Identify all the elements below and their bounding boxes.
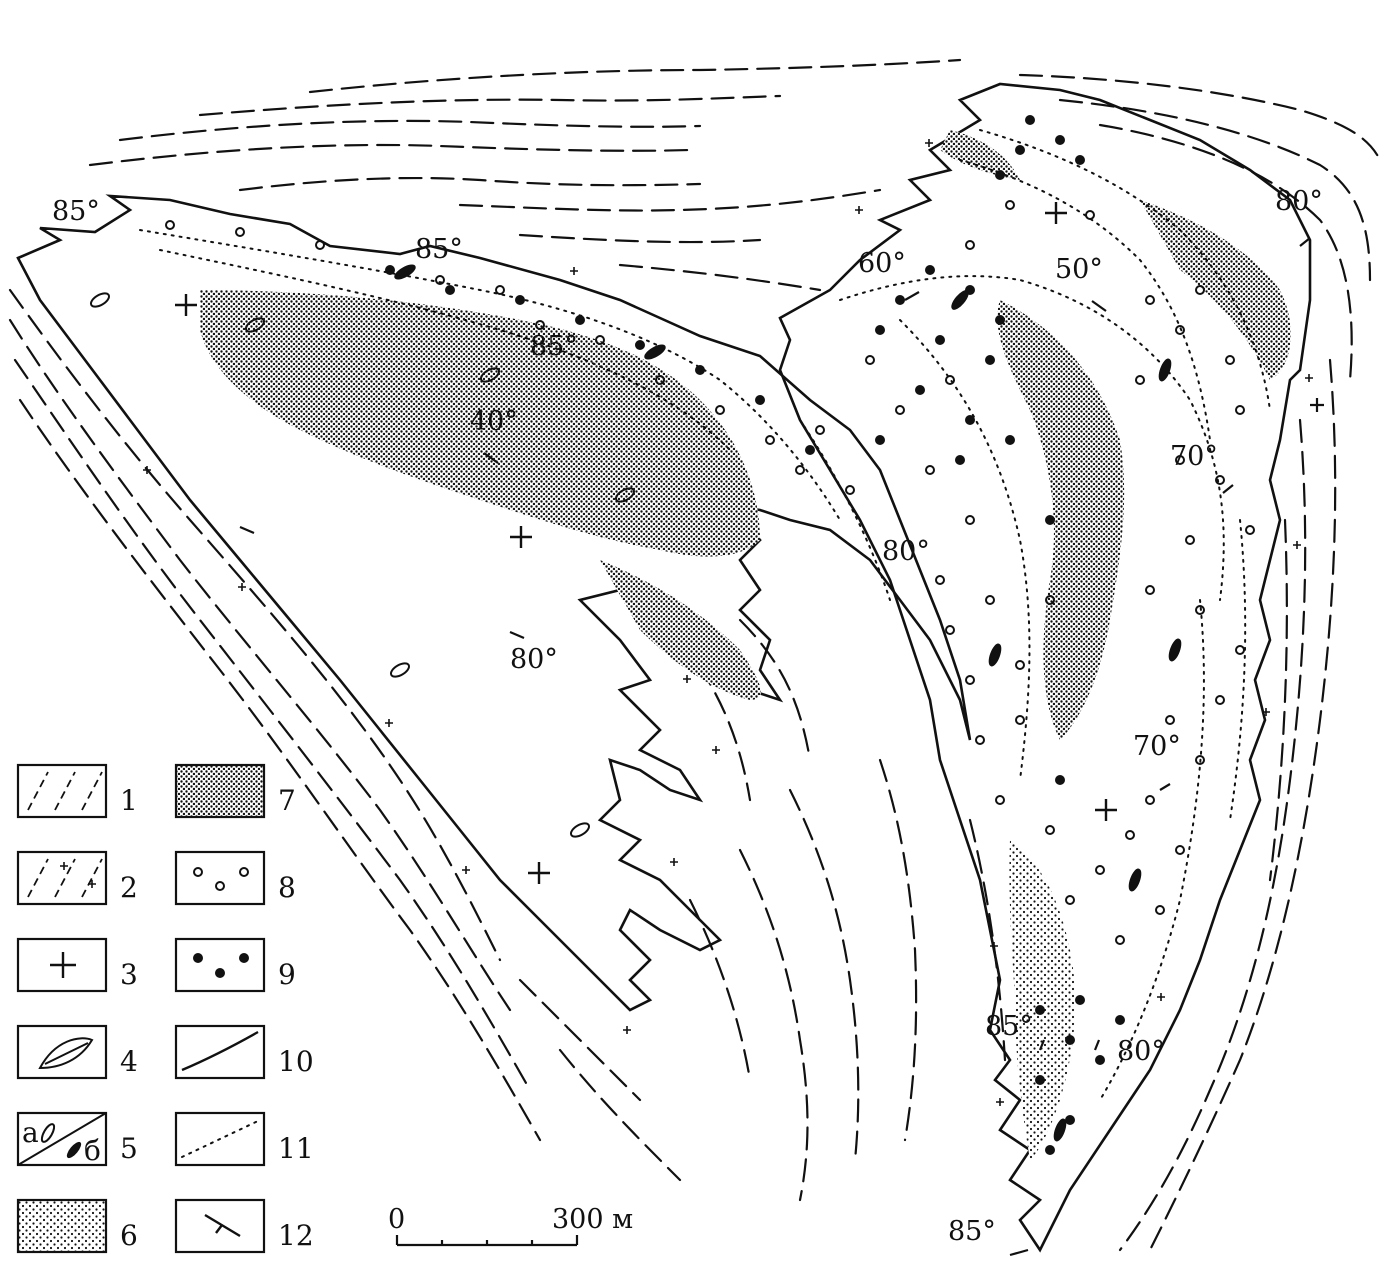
host-plus-marks bbox=[143, 139, 1313, 1106]
svg-text:9: 9 bbox=[278, 958, 296, 991]
dip-label: 70° bbox=[1133, 731, 1181, 762]
svg-text:2: 2 bbox=[120, 871, 138, 904]
intrusion-east-lobe bbox=[778, 82, 1312, 1253]
dip-label: 70° bbox=[1170, 441, 1218, 472]
dotted-contacts bbox=[139, 129, 1271, 1101]
svg-text:7: 7 bbox=[278, 784, 296, 817]
legend-item-1: 1 bbox=[16, 763, 138, 819]
scale-bar: 0 300 м bbox=[388, 1204, 633, 1247]
svg-text:6: 6 bbox=[120, 1219, 138, 1252]
svg-text:8: 8 bbox=[278, 871, 296, 904]
dip-label: 85° bbox=[530, 331, 578, 362]
symbols-open-circles bbox=[165, 200, 1255, 945]
dip-label: 80° bbox=[1275, 186, 1323, 217]
legend-item-4: 4 bbox=[16, 1024, 138, 1080]
dip-labels: 85° 85° 85° 40° 60° 50° 80° 70° 80° 80° … bbox=[52, 186, 1323, 1247]
legend-item-3: 3 bbox=[16, 937, 138, 993]
svg-text:3: 3 bbox=[120, 958, 138, 991]
legend-item-7: 7 bbox=[174, 763, 296, 819]
dip-label: 85° bbox=[52, 196, 100, 227]
dip-label: 50° bbox=[1055, 254, 1103, 285]
legend-item-12: 12 bbox=[174, 1198, 314, 1254]
dip-label: 80° bbox=[510, 644, 558, 675]
scale-end: 300 м bbox=[552, 1204, 633, 1235]
lens-symbols bbox=[89, 264, 1182, 1142]
dip-label: 85° bbox=[948, 1216, 996, 1247]
svg-text:11: 11 bbox=[278, 1132, 314, 1165]
svg-text:12: 12 bbox=[278, 1219, 314, 1252]
symbols-filled-dots bbox=[385, 115, 1125, 1155]
legend-item-5: а б 5 bbox=[16, 1111, 138, 1167]
svg-text:10: 10 bbox=[278, 1045, 314, 1078]
dip-label: 40° bbox=[470, 406, 518, 437]
intrusion-west-core bbox=[200, 290, 761, 700]
dip-label: 85° bbox=[985, 1011, 1033, 1042]
svg-text:б: б bbox=[84, 1134, 101, 1167]
legend: 1 2 3 4 а б 5 6 bbox=[16, 763, 314, 1254]
scale-zero: 0 bbox=[388, 1204, 405, 1235]
dip-label: 60° bbox=[858, 248, 906, 279]
legend-item-10: 10 bbox=[174, 1024, 314, 1080]
legend-item-6: 6 bbox=[16, 1198, 138, 1254]
legend-item-11: 11 bbox=[174, 1111, 314, 1167]
granite-crosses bbox=[175, 202, 1117, 884]
dip-label: 80° bbox=[1117, 1036, 1165, 1067]
legend-item-8: 8 bbox=[174, 850, 296, 906]
svg-text:а: а bbox=[22, 1116, 39, 1149]
svg-text:4: 4 bbox=[120, 1045, 138, 1078]
dip-label: 85° bbox=[415, 234, 463, 265]
legend-item-2: 2 bbox=[16, 850, 138, 906]
dip-label: 80° bbox=[882, 536, 930, 567]
legend-item-9: 9 bbox=[174, 937, 296, 993]
svg-text:5: 5 bbox=[120, 1132, 138, 1165]
svg-text:1: 1 bbox=[120, 784, 138, 817]
strike-dip-symbols bbox=[239, 237, 1324, 1257]
